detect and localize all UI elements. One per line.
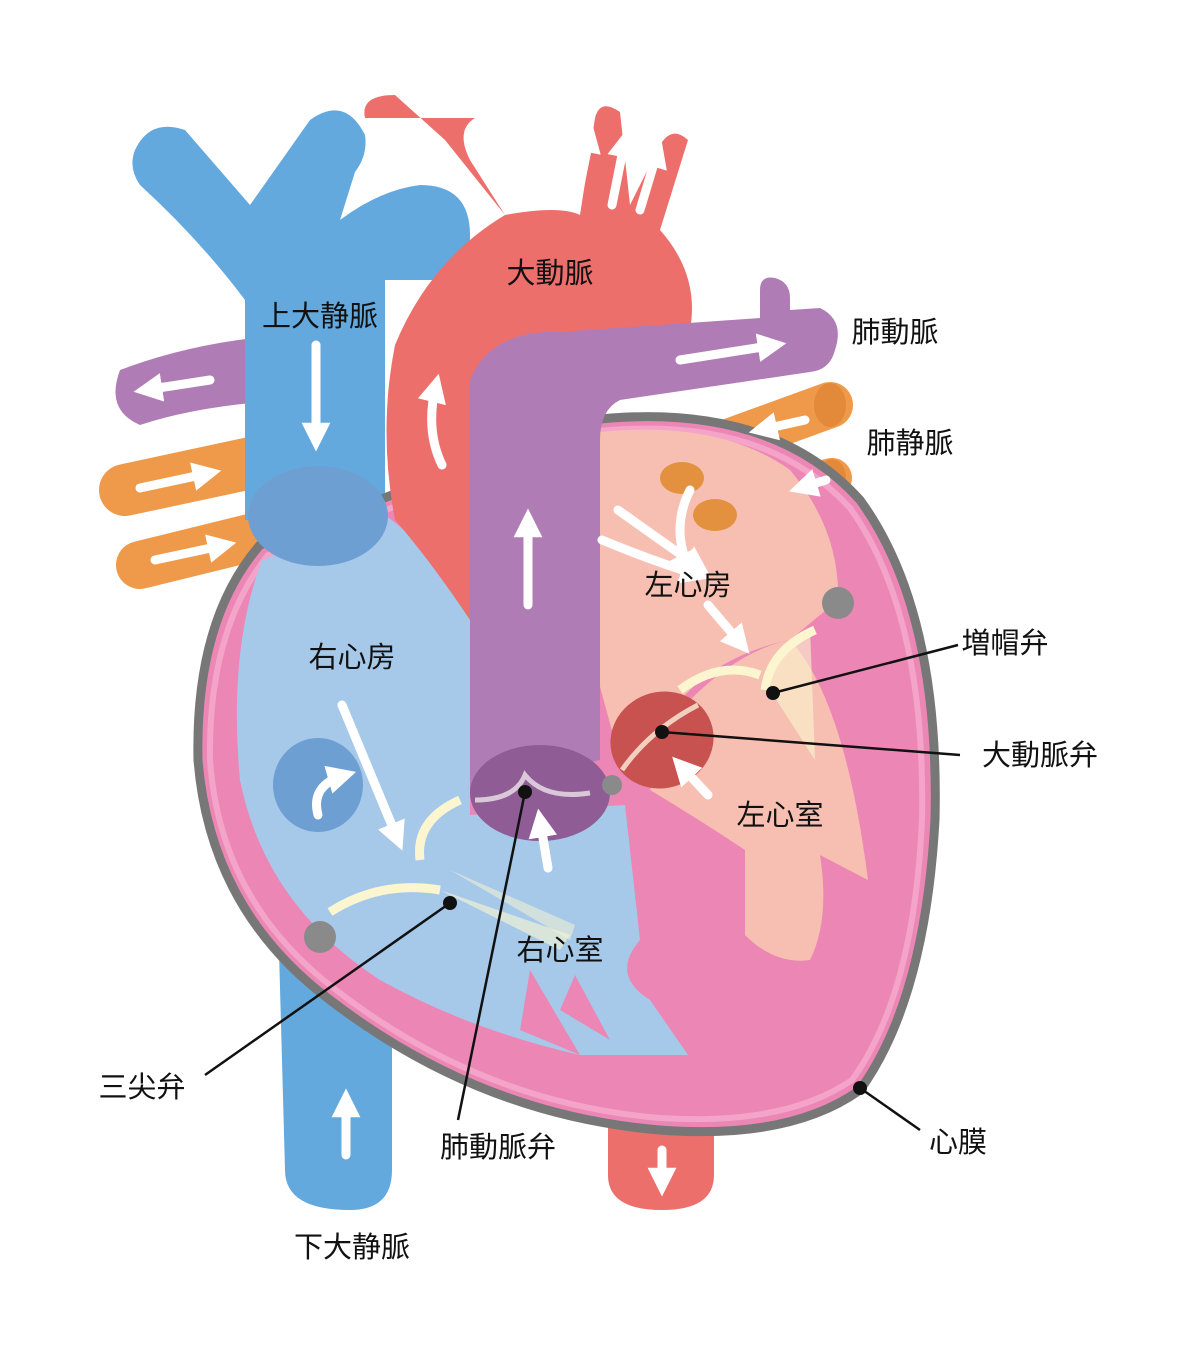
label-pulmonary-vein: 肺静脈 [866, 426, 953, 460]
flow-arrows [133, 119, 831, 1197]
label-right-atrium: 右心房 [308, 640, 395, 674]
svc-opening [248, 466, 388, 566]
arrow-lv-up [672, 756, 713, 800]
arrow-la-down [703, 600, 750, 654]
right-heart [236, 515, 688, 1055]
arrow-aorta-up-1 [401, 119, 430, 180]
label-right-ventricle: 右心室 [516, 933, 603, 967]
arrow-pv-right-1 [748, 412, 810, 441]
arrow-ra-down [337, 700, 405, 851]
arrow-aorta-up-3 [607, 128, 636, 210]
label-aortic-valve: 大動脈弁 [982, 738, 1098, 772]
arrow-pv-right-2 [788, 469, 831, 497]
arrow-pulm-left [133, 373, 215, 402]
label-tricuspid-valve: 三尖弁 [98, 1070, 185, 1104]
label-superior-vena-cava: 上大静脈 [262, 299, 378, 333]
label-inferior-vena-cava: 下大静脈 [294, 1230, 410, 1264]
superior-vena-cava [132, 110, 470, 520]
label-aorta: 大動脈 [506, 256, 593, 290]
arrow-rv-up [528, 808, 558, 873]
label-pulmonary-valve: 肺動脈弁 [440, 1130, 556, 1164]
label-mitral-valve: 増帽弁 [961, 626, 1048, 660]
arrow-la-in-3 [669, 485, 696, 581]
arrow-aorta-up-4 [635, 138, 667, 215]
arrow-pulm-right [675, 333, 787, 365]
arrow-ivc-curl [312, 765, 357, 820]
label-left-atrium: 左心房 [644, 568, 731, 602]
label-left-ventricle: 左心室 [736, 798, 823, 832]
arrow-pv-left-1 [135, 462, 222, 493]
arrow-pv-left-2 [150, 534, 237, 565]
pulmonary-valve-shape [470, 745, 610, 841]
label-pulmonary-artery: 肺動脈 [851, 315, 938, 349]
pulmonary-trunk [470, 277, 838, 790]
leader-lines [204, 643, 961, 1132]
arrow-aorta-up-2 [572, 123, 601, 200]
valves [248, 466, 854, 953]
arrow-aorta-arch [417, 373, 447, 470]
ivc-opening [273, 738, 363, 832]
label-pericardium: 心膜 [929, 1125, 987, 1159]
labels: 上大静脈 大動脈 肺動脈 肺静脈 右心房 左心房 増帽弁 大動脈弁 左心室 右心… [98, 256, 1098, 1264]
leader-dots [443, 686, 867, 1095]
